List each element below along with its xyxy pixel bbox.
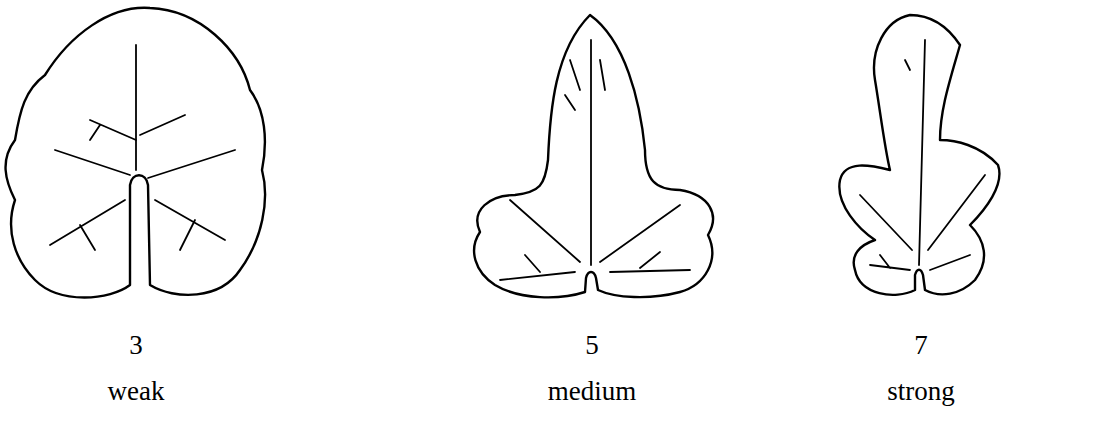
- scale-number: 7: [914, 331, 928, 361]
- leaf-outline: [6, 8, 265, 298]
- scale-number: 3: [129, 331, 143, 361]
- scale-word: weak: [108, 377, 165, 407]
- leaf-veins: [500, 40, 690, 280]
- leaf-veins: [860, 40, 985, 270]
- scale-number: 5: [585, 331, 599, 361]
- scale-word: strong: [887, 377, 955, 407]
- leaf-outline: [474, 15, 713, 297]
- leaf-veins: [50, 45, 235, 250]
- leaf-outline: [839, 15, 999, 295]
- scale-word: medium: [548, 377, 637, 407]
